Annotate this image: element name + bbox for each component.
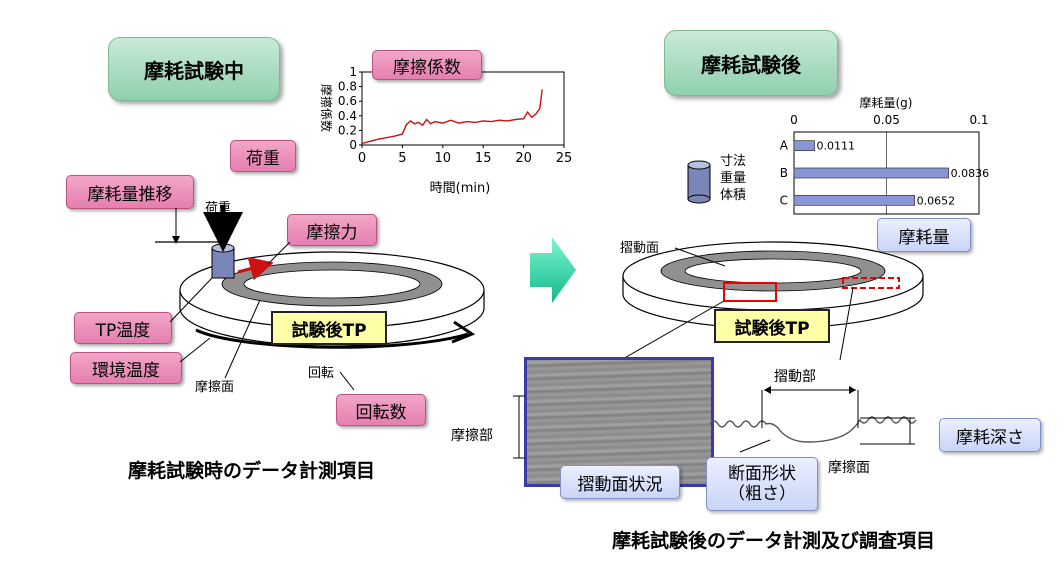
y-tick-label: 0 (349, 138, 357, 152)
rotation-count-label: 回転数 (336, 394, 426, 426)
bar-value-label: 0.0111 (817, 140, 856, 153)
chart-ylabel: 摩擦係数 (319, 84, 334, 132)
after-test-header: 摩耗試験後 (664, 30, 838, 96)
test-apparatus-diagram (155, 205, 485, 391)
legend-volume: 体積 (720, 188, 747, 203)
legend-dimension: 寸法 (720, 154, 747, 169)
bar-value-label: 0.0652 (917, 194, 956, 207)
friction-coefficient-label: 摩擦係数 (372, 50, 482, 80)
y-tick-label: 1 (349, 65, 357, 79)
legend-weight: 重量 (720, 171, 747, 186)
section-shape-text: 断面形状 (728, 463, 796, 484)
section-shape-label: 断面形状 （粗さ） (706, 457, 818, 511)
category-label: A (780, 139, 789, 153)
x-tick-label: 0.05 (873, 113, 900, 127)
cross-section-profile (710, 386, 917, 453)
wear-amount-label: 摩耗量 (877, 218, 971, 252)
after-test-tp-label: 試験後TP (271, 311, 387, 345)
wear-bar (793, 140, 815, 152)
x-tick-label: 15 (475, 151, 492, 166)
bar-value-label: 0.0836 (951, 167, 990, 180)
arrow-right-icon (530, 237, 576, 303)
friction-part-bracket (513, 395, 525, 459)
friction-surface-label-right: 摩擦面 (828, 460, 870, 476)
chart-plot-frame (361, 71, 565, 146)
sliding-sample-box (723, 282, 777, 302)
during-test-header: 摩耗試験中 (108, 37, 280, 101)
rotation-label: 回転 (308, 366, 335, 381)
y-tick-label: 0.6 (338, 94, 357, 108)
sliding-surface-label: 摺動面 (620, 241, 660, 256)
during-test-caption: 摩耗試験時のデータ計測項目 (128, 460, 376, 482)
wear-chart-xlabel: 摩耗量(g) (860, 95, 913, 110)
environment-temperature-label: 環境温度 (70, 352, 182, 384)
x-tick-label: 25 (556, 151, 573, 166)
chart-xlabel: 時間(min) (430, 181, 491, 196)
x-tick-label: 0.1 (969, 113, 988, 127)
wear-bar (793, 194, 915, 206)
wear-depth-label: 摩耗深さ (939, 418, 1041, 452)
friction-surface-label: 摩擦面 (195, 380, 235, 395)
x-tick-label: 5 (398, 151, 406, 166)
friction-force-label: 摩擦力 (287, 214, 377, 246)
x-tick-label: 0 (358, 151, 366, 166)
cylinder-icon (687, 160, 711, 204)
after-test-disk-diagram (620, 241, 924, 360)
x-tick-label: 20 (515, 151, 532, 166)
x-tick-label: 0 (790, 113, 798, 127)
x-tick-label: 10 (435, 151, 452, 166)
y-tick-label: 0.2 (338, 123, 357, 137)
wear-trend-label: 摩耗量推移 (66, 175, 194, 209)
wear-bar (793, 167, 950, 179)
category-label: C (780, 193, 788, 207)
section-sample-box (842, 277, 900, 289)
after-test-tp-label-right: 試験後TP (714, 309, 830, 343)
tp-temperature-label: TP温度 (74, 312, 172, 344)
sliding-part-label: 摺動部 (774, 369, 816, 385)
load-small-label: 荷重 (205, 201, 232, 216)
load-label: 荷重 (230, 140, 296, 172)
y-tick-label: 0.8 (338, 80, 357, 94)
roughness-text: （粗さ） (728, 484, 796, 504)
friction-trace (361, 89, 543, 145)
category-label: B (780, 166, 788, 180)
after-test-caption: 摩耗試験後のデータ計測及び調査項目 (612, 530, 936, 552)
friction-part-label: 摩擦部 (451, 428, 493, 444)
y-tick-label: 0.4 (338, 109, 357, 123)
sliding-condition-label: 摺動面状況 (560, 465, 680, 499)
